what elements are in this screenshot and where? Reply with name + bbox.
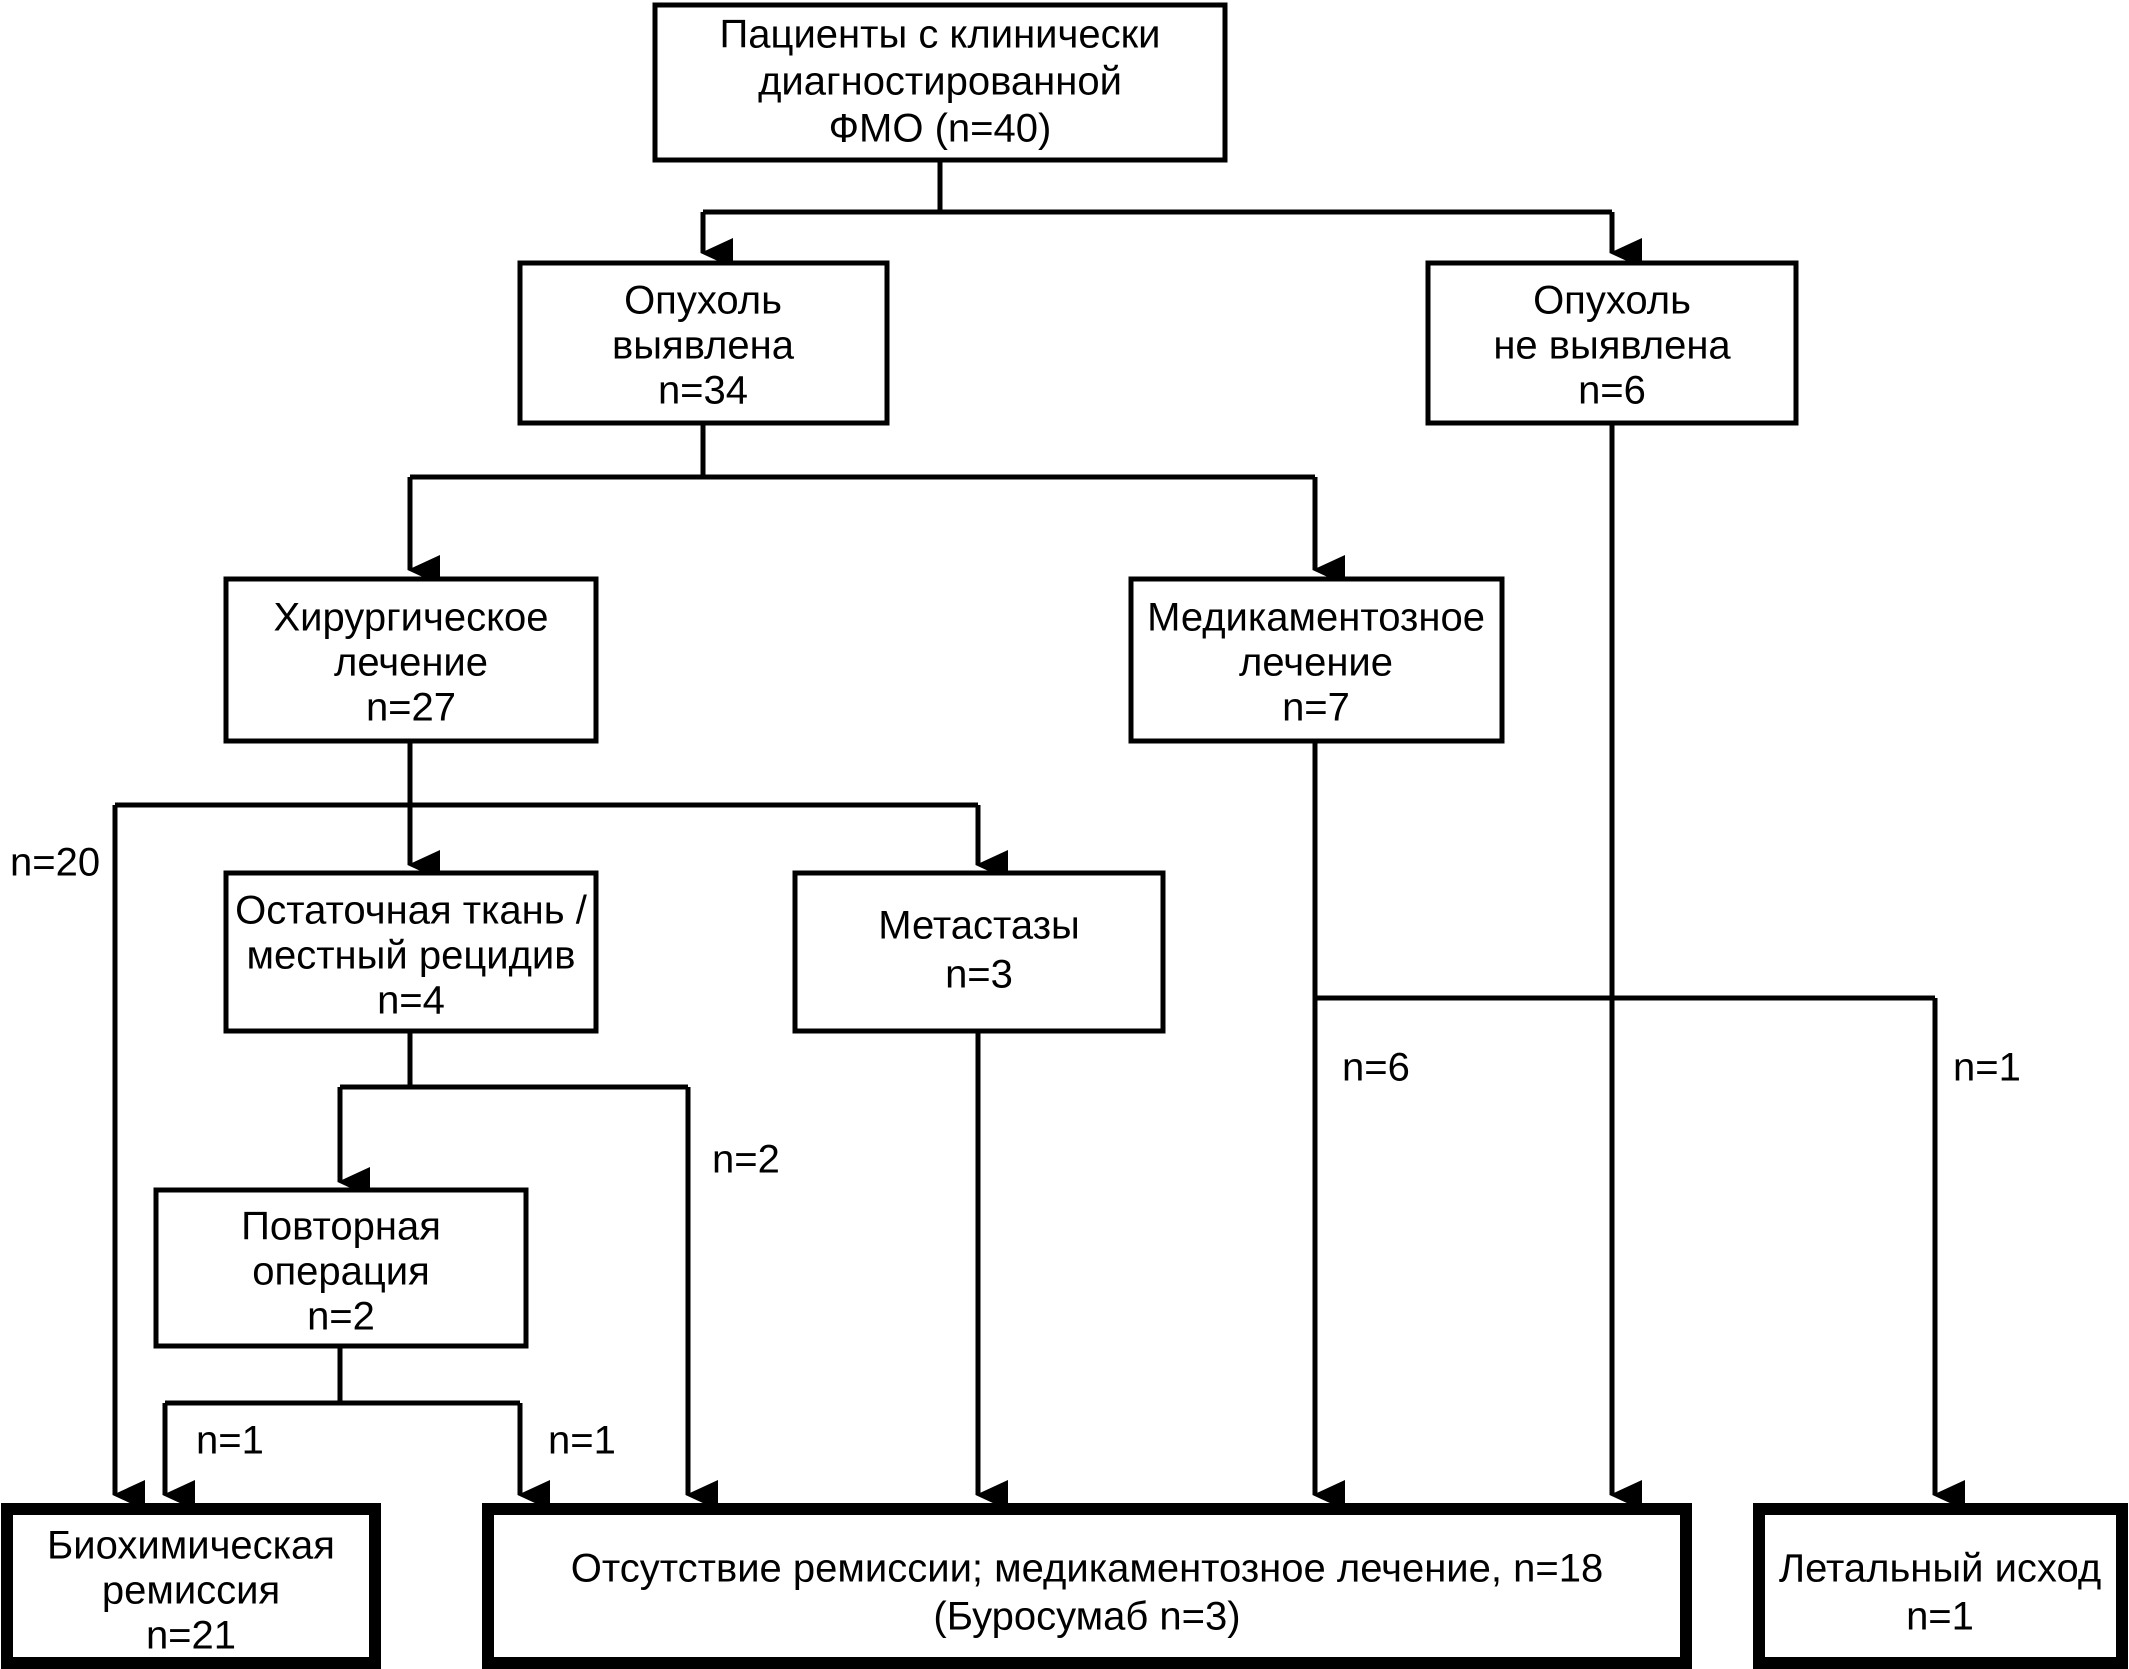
node-lethal-outcome-box — [1753, 1503, 2128, 1669]
node-patients-total-line-3: ФМО (n=40) — [829, 107, 1052, 151]
node-lethal-outcome-line-1: Летальный исход — [1779, 1547, 2101, 1591]
node-biochemical-remission-line-3: n=21 — [146, 1614, 236, 1658]
node-biochemical-remission-box — [1, 1503, 381, 1669]
node-lethal-outcome-line-2: n=1 — [1906, 1595, 1974, 1639]
node-metastases-line-2: n=3 — [945, 953, 1013, 997]
node-tumor-not-detected-line-1: Опухоль — [1533, 279, 1691, 323]
node-surgical-treatment-line-2: лечение — [334, 641, 488, 685]
edge-label-residual-to-no-remission: n=2 — [712, 1138, 780, 1182]
node-biochemical-remission[interactable]: Биохимическая ремиссия n=21 — [1, 1503, 381, 1669]
node-surgical-treatment-line-1: Хирургическое — [273, 596, 548, 640]
connector-layer — [112, 160, 1965, 1510]
node-surgical-treatment[interactable]: Хирургическое лечение n=27 — [223, 576, 599, 744]
edge-label-layer: n=20 n=2 n=1 n=1 n=6 n=1 — [10, 841, 2021, 1463]
node-residual-tissue-line-2: местный рецидив — [246, 934, 575, 978]
node-residual-tissue-line-3: n=4 — [377, 979, 445, 1023]
node-patients-total-box — [652, 2, 1228, 163]
node-medication-treatment-line-2: лечение — [1239, 641, 1393, 685]
node-surgical-treatment-box — [223, 576, 599, 744]
node-no-remission-box — [482, 1503, 1692, 1669]
edge-label-reoperation-to-no-remission: n=1 — [548, 1419, 616, 1463]
node-tumor-detected-box — [517, 260, 890, 426]
node-medication-treatment[interactable]: Медикаментозное лечение n=7 — [1128, 576, 1505, 744]
node-lethal-outcome[interactable]: Летальный исход n=1 — [1753, 1503, 2128, 1669]
node-repeat-surgery-line-1: Повторная — [241, 1205, 441, 1249]
node-patients-total-line-2: диагностированной — [758, 60, 1122, 104]
node-tumor-not-detected-line-3: n=6 — [1578, 369, 1646, 413]
node-repeat-surgery-box — [153, 1187, 529, 1349]
node-tumor-not-detected[interactable]: Опухоль не выявлена n=6 — [1425, 260, 1799, 426]
node-metastases-box — [792, 870, 1166, 1034]
node-biochemical-remission-line-1: Биохимическая — [47, 1524, 335, 1568]
node-tumor-detected-line-1: Опухоль — [624, 279, 782, 323]
node-patients-total-line-1: Пациенты с клинически — [720, 13, 1161, 57]
edge-label-medication-to-death: n=1 — [1953, 1046, 2021, 1090]
node-no-remission-line-2: (Буросумаб n=3) — [933, 1595, 1240, 1639]
node-tumor-detected[interactable]: Опухоль выявлена n=34 — [517, 260, 890, 426]
node-biochemical-remission-line-2: ремиссия — [102, 1569, 280, 1613]
node-residual-tissue-box — [223, 870, 599, 1034]
node-tumor-not-detected-box — [1425, 260, 1799, 426]
node-repeat-surgery-line-3: n=2 — [307, 1295, 375, 1339]
edge-label-surgery-to-remission: n=20 — [10, 841, 100, 885]
node-medication-treatment-line-3: n=7 — [1282, 686, 1350, 730]
node-repeat-surgery[interactable]: Повторная операция n=2 — [153, 1187, 529, 1349]
edge-label-medication-to-no-remission: n=6 — [1342, 1046, 1410, 1090]
node-medication-treatment-box — [1128, 576, 1505, 744]
edge-label-reoperation-to-remission: n=1 — [196, 1419, 264, 1463]
node-tumor-detected-line-2: выявлена — [612, 324, 795, 368]
node-tumor-detected-line-3: n=34 — [658, 369, 748, 413]
node-tumor-not-detected-line-2: не выявлена — [1493, 324, 1731, 368]
node-patients-total[interactable]: Пациенты с клинически диагностированной … — [652, 2, 1228, 163]
node-no-remission[interactable]: Отсутствие ремиссии; медикаментозное леч… — [482, 1503, 1692, 1669]
node-residual-tissue-line-1: Остаточная ткань / — [235, 889, 588, 933]
node-surgical-treatment-line-3: n=27 — [366, 686, 456, 730]
node-medication-treatment-line-1: Медикаментозное — [1147, 596, 1485, 640]
node-residual-tissue[interactable]: Остаточная ткань / местный рецидив n=4 — [223, 870, 599, 1034]
node-metastases[interactable]: Метастазы n=3 — [792, 870, 1166, 1034]
node-no-remission-line-1: Отсутствие ремиссии; медикаментозное леч… — [571, 1547, 1603, 1591]
node-repeat-surgery-line-2: операция — [252, 1250, 430, 1294]
node-metastases-line-1: Метастазы — [878, 904, 1080, 948]
